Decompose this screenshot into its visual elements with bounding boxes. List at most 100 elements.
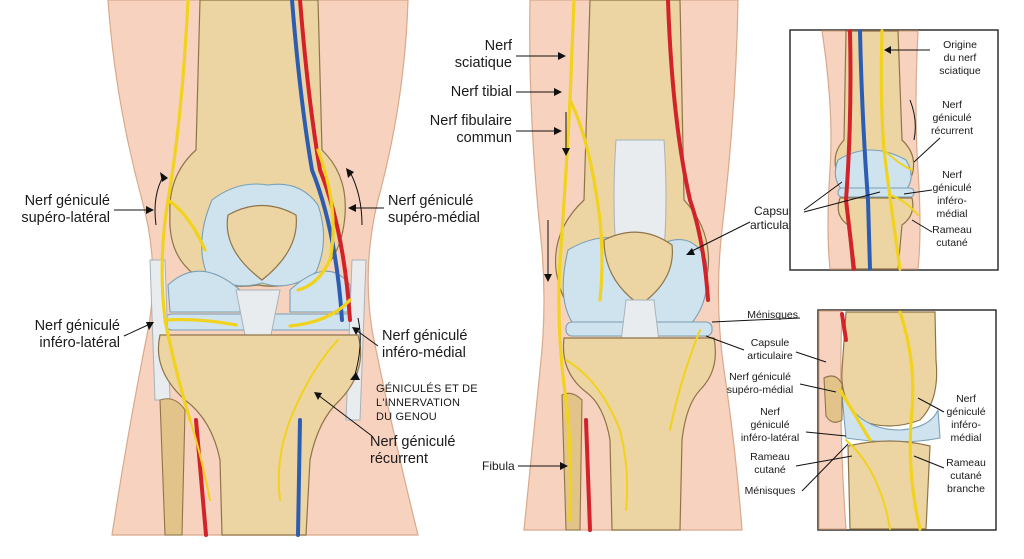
left-arrowhead-inf-med	[350, 372, 360, 380]
svg-text:Nerf: Nerf	[485, 38, 513, 54]
br-label-cutaneous: Rameau cutané	[750, 451, 853, 476]
left-arrow-sup-med	[349, 171, 363, 226]
svg-text:supéro-latéral: supéro-latéral	[21, 210, 110, 226]
br-femur	[841, 311, 938, 427]
svg-text:Rameau: Rameau	[932, 224, 972, 236]
center-sciatic-nerve	[568, 0, 576, 102]
left-artery-lower	[194, 418, 208, 537]
left-nerve-recurrent	[277, 339, 339, 501]
left-fibula	[159, 398, 186, 536]
svg-text:inféro-médial: inféro-médial	[382, 345, 466, 361]
left-nerve-inf-med	[288, 298, 352, 328]
svg-text:cutané: cutané	[754, 464, 786, 476]
center-side-arrowhead	[544, 274, 552, 282]
top-right-inset-illustration	[821, 29, 921, 271]
left-label-sup-med: Nerf géniculé supéro-médial	[348, 193, 480, 226]
tr-label-recurrent: Nerf géniculé récurrent	[913, 99, 973, 163]
tr-label-inf-med: Nerf géniculé inféro- médial	[903, 169, 972, 220]
svg-text:articulaire: articulaire	[750, 218, 802, 232]
svg-text:Rameau: Rameau	[946, 457, 986, 469]
tr-nerve-recurrent	[883, 149, 913, 171]
left-arrowhead-sup-med	[346, 168, 354, 178]
svg-text:Origine: Origine	[943, 39, 977, 51]
br-nerve-sup-med	[838, 388, 872, 442]
center-fibular-nerve	[557, 98, 573, 522]
svg-text:DU GENOU: DU GENOU	[376, 411, 437, 423]
left-label-sup-lat: Nerf géniculé supéro-latéral	[21, 193, 154, 226]
left-nerve-sup-med	[296, 148, 335, 292]
center-tibial-nerve	[568, 98, 604, 302]
tr-cartilage	[834, 149, 912, 195]
left-arrowhead-sup-lat	[160, 172, 168, 182]
bottom-right-inset-illustration	[818, 310, 941, 531]
left-artery-upper	[298, 0, 352, 322]
tr-vein	[858, 29, 872, 271]
svg-text:Nerf géniculé: Nerf géniculé	[382, 328, 467, 344]
center-fibula	[561, 392, 583, 531]
svg-text:Rameau: Rameau	[750, 451, 790, 463]
tr-nerve-inf-med	[889, 194, 919, 216]
left-vein-upper	[290, 0, 344, 322]
svg-text:L'INNERVATION: L'INNERVATION	[376, 397, 460, 409]
center-label-capsule: Capsule articulaire	[686, 204, 802, 255]
svg-text:sciatique: sciatique	[455, 55, 512, 71]
svg-text:Nerf fibulaire: Nerf fibulaire	[430, 113, 512, 129]
svg-text:Nerf géniculé: Nerf géniculé	[25, 193, 110, 209]
center-nerve-med	[669, 329, 701, 431]
center-label-tibial: Nerf tibial	[451, 84, 562, 100]
left-nerve-distal	[189, 419, 211, 501]
capsule-leader-2	[803, 191, 881, 213]
left-label-recurrent: Nerf géniculé récurrent	[314, 392, 455, 467]
br-muscle-mark	[840, 312, 848, 342]
left-nerve-sup-lat-branch	[166, 198, 207, 252]
br-nerve-cutaneous	[845, 439, 891, 530]
left-patella	[226, 205, 297, 281]
br-label-capsule: Capsule articulaire	[705, 335, 827, 363]
svg-text:commun: commun	[456, 130, 512, 146]
left-arrow-inf-med	[353, 317, 361, 379]
svg-text:Nerf géniculé: Nerf géniculé	[370, 434, 455, 450]
center-artery	[666, 0, 710, 302]
br-label-menisci-top: Ménisques	[711, 309, 801, 323]
center-label-fibular: Nerf fibulaire commun	[430, 113, 562, 146]
svg-text:médial: médial	[937, 208, 968, 220]
svg-text:Nerf géniculé: Nerf géniculé	[388, 193, 473, 209]
svg-text:inféro-latéral: inféro-latéral	[39, 335, 120, 351]
svg-text:supéro-médial: supéro-médial	[727, 384, 794, 396]
svg-text:géniculé: géniculé	[750, 419, 789, 431]
svg-text:supéro-médial: supéro-médial	[388, 210, 480, 226]
br-label-inf-lat: Nerf géniculé inféro-latéral	[741, 406, 847, 444]
left-nerve-inf-lat-branch	[163, 317, 238, 327]
svg-text:Ménisques: Ménisques	[747, 309, 798, 321]
svg-text:Nerf géniculé: Nerf géniculé	[729, 371, 791, 383]
left-label-inf-lat: Nerf géniculé inféro-latéral	[35, 318, 154, 351]
br-label-cutaneous-branch: Rameau cutané branche	[913, 455, 986, 495]
svg-text:sciatique: sciatique	[939, 65, 981, 77]
left-knee-illustration	[107, 0, 419, 537]
svg-text:Nerf: Nerf	[760, 406, 780, 418]
svg-text:Capsule: Capsule	[751, 337, 790, 349]
center-knee-illustration	[523, 0, 743, 532]
br-patella	[823, 375, 843, 423]
left-vein-lower	[296, 418, 302, 537]
svg-text:Nerf: Nerf	[956, 393, 976, 405]
svg-text:Nerf tibial: Nerf tibial	[451, 84, 512, 100]
svg-text:branche: branche	[947, 483, 985, 495]
center-artery-lower	[584, 418, 592, 532]
center-nerve-branch	[565, 359, 629, 511]
svg-text:géniculé: géniculé	[932, 112, 971, 124]
svg-text:GÉNICULÉS ET DE: GÉNICULÉS ET DE	[376, 382, 478, 395]
svg-text:inféro-: inféro-	[951, 419, 981, 431]
svg-text:du nerf: du nerf	[944, 52, 977, 64]
svg-text:récurrent: récurrent	[931, 125, 973, 137]
tr-menisci	[837, 187, 915, 198]
br-label-menisci-bottom: Ménisques	[745, 443, 849, 497]
svg-text:Nerf: Nerf	[942, 99, 962, 111]
br-label-sup-med: Nerf géniculé supéro-médial	[727, 371, 837, 396]
svg-text:cutané: cutané	[936, 237, 968, 249]
center-tibia	[562, 337, 716, 531]
center-label-fibula: Fibula	[482, 459, 568, 473]
tr-artery	[843, 29, 856, 271]
svg-text:inféro-: inféro-	[937, 195, 967, 207]
left-caption: GÉNICULÉS ET DE L'INNERVATION DU GENOU	[376, 382, 478, 423]
